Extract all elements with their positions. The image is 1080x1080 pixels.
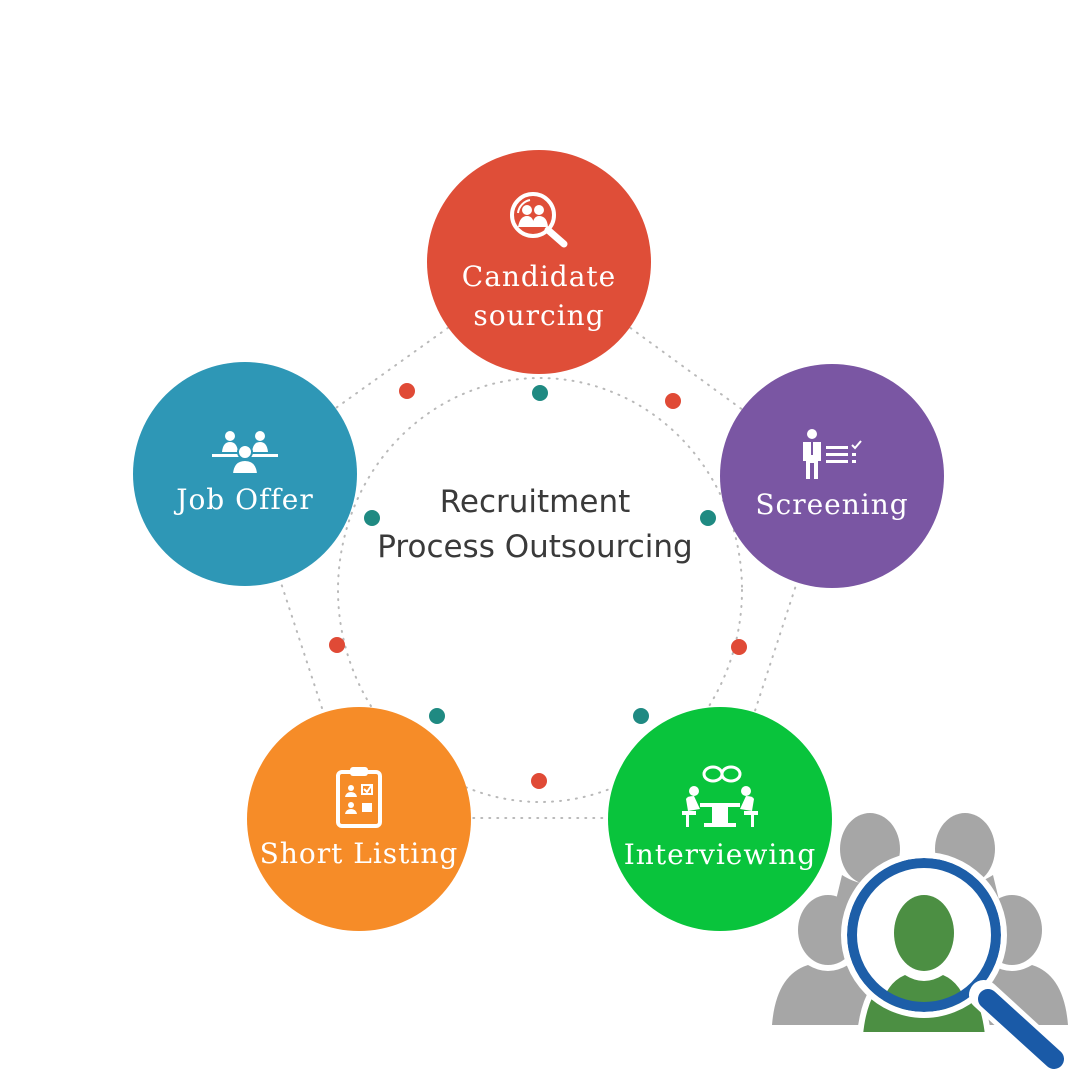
teal-dot [532,385,548,401]
teal-dot [429,708,445,724]
step-screening: Screening [720,364,944,588]
step-label: Interviewing [623,837,817,871]
red-dot [399,383,415,399]
person-checklist-icon [803,428,862,479]
red-dot [329,637,345,653]
red-dot [731,639,747,655]
teal-dot [700,510,716,526]
step-label: Short Listing [259,836,459,870]
step-candidate-sourcing: Candidate sourcing [427,150,651,374]
teal-dot [633,708,649,724]
step-short-listing: Short Listing [247,707,471,931]
meeting-table-icon [682,765,758,827]
step-interviewing: Interviewing [608,707,832,931]
inner-dotted-circle [337,377,743,803]
step-label-line1: Candidate [461,260,617,293]
step-label-line2: sourcing [473,299,605,332]
magnifier-people-icon [510,192,568,248]
step-label: Screening [755,487,909,521]
outer-dotted-ring [243,260,834,819]
red-dot [531,773,547,789]
people-search-icon [772,813,1071,1075]
step-job-offer: Job Offer [133,362,357,586]
red-dot [665,393,681,409]
clipboard-icon [336,766,382,828]
step-label: Job Offer [176,482,314,516]
handshake-people-icon [212,430,278,474]
center-title-line1: Recruitment [439,484,631,520]
center-title: Recruitment Process Outsourcing [335,480,735,570]
center-title-line2: Process Outsourcing [377,529,693,565]
teal-dot [364,510,380,526]
